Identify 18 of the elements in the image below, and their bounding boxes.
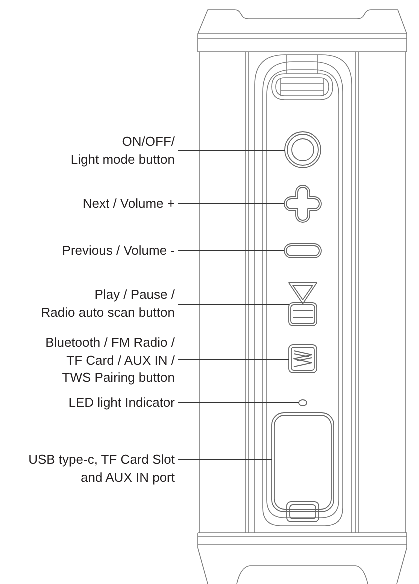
power-button-icon [284,132,322,168]
minus-button-icon [284,244,322,258]
leader-line [178,150,286,152]
part-label: LED light Indicator [68,394,175,412]
leader-line [178,304,290,306]
indicator-light-icon [298,400,308,406]
plus-button-icon [284,185,322,223]
mode-button-icon [288,344,318,374]
part-label: Play / Pause / Radio auto scan button [41,286,175,321]
part-label: USB type-c, TF Card Slot and AUX IN port [28,451,175,486]
part-label: Bluetooth / FM Radio / TF Card / AUX IN / TWS Pairing button [46,334,175,386]
play-pause-button-icon [288,282,318,326]
leader-line [178,402,300,404]
part-label: Previous / Volume - [62,242,175,260]
port-cover [272,412,334,522]
part-label: Next / Volume + [82,195,175,212]
leader-line [178,250,285,252]
part-label: ON/OFF/ Light mode button [70,133,175,168]
